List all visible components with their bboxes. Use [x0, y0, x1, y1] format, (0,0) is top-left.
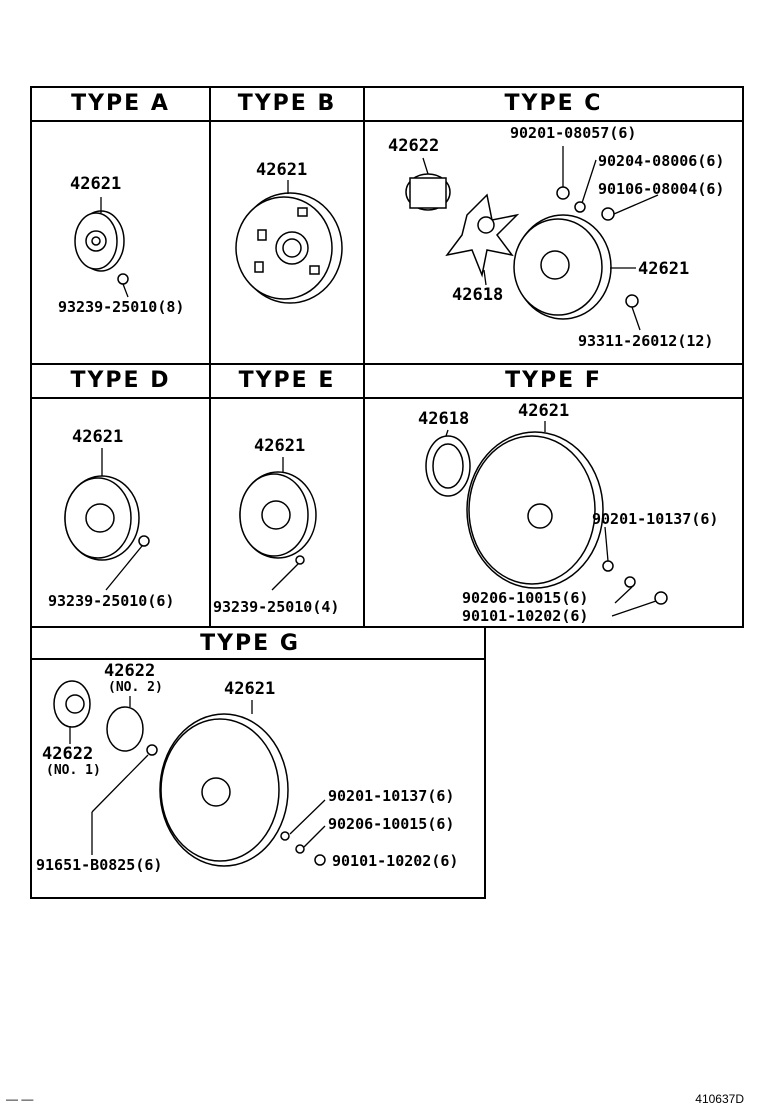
type-c-wheel-label: 42621 — [638, 259, 690, 279]
type-g-assembly-drawing — [53, 680, 326, 867]
type-g-bolt-label: 90101-10202(6) — [332, 852, 459, 870]
type-b-title: TYPE B — [237, 91, 337, 116]
type-g-nut1-label: 90201-10137(6) — [328, 787, 455, 805]
type-d-bolt-label: 93239-25010(6) — [48, 592, 175, 610]
type-g-clip-label: 91651-B0825(6) — [36, 856, 163, 874]
type-e-title: TYPE E — [238, 368, 336, 393]
type-b-wheel-cover-drawing — [235, 192, 343, 304]
type-d-wheel-cover-drawing — [64, 475, 150, 561]
type-g-nut2-label: 90206-10015(6) — [328, 815, 455, 833]
type-d-title: TYPE D — [70, 368, 171, 393]
type-a-part-label: 42621 — [70, 174, 122, 194]
type-a-hub-cap-drawing — [74, 210, 129, 285]
type-c-ring-label: 42618 — [452, 285, 504, 305]
type-f-wheel-cover-drawing — [425, 431, 668, 605]
type-f-title: TYPE F — [505, 368, 602, 393]
type-c-nut3-label: 90106-08004(6) — [598, 180, 725, 198]
type-g-wheel-label: 42621 — [224, 679, 276, 699]
type-c-bolt-label: 93311-26012(12) — [578, 332, 714, 350]
footer-mark: — — — [6, 1092, 34, 1106]
type-a-title: TYPE A — [71, 91, 170, 116]
type-a-bolt-label: 93239-25010(8) — [58, 298, 185, 316]
type-f-nut2-label: 90206-10015(6) — [462, 589, 589, 607]
diagram-code: 410637D — [695, 1092, 744, 1106]
type-c-assembly-drawing — [405, 173, 639, 320]
type-f-ring-label: 42618 — [418, 409, 470, 429]
type-g-cap2-label: 42622 — [104, 661, 156, 681]
type-f-bolt-label: 90101-10202(6) — [462, 607, 589, 625]
type-g-cap1-no-label: (NO. 1) — [46, 763, 101, 778]
type-e-wheel-cover-drawing — [239, 471, 317, 565]
type-g-cap1-label: 42622 — [42, 744, 94, 764]
type-b-part-label: 42621 — [256, 160, 308, 180]
type-c-cap-label: 42622 — [388, 136, 440, 156]
type-g-title: TYPE G — [200, 631, 300, 656]
type-e-part-label: 42621 — [254, 436, 306, 456]
type-c-nut2-label: 90204-08006(6) — [598, 152, 725, 170]
type-g-cap2-no-label: (NO. 2) — [108, 680, 163, 695]
type-d-part-label: 42621 — [72, 427, 124, 447]
type-f-nut1-label: 90201-10137(6) — [592, 510, 719, 528]
type-c-title: TYPE C — [504, 91, 603, 116]
type-e-bolt-label: 93239-25010(4) — [213, 598, 340, 616]
type-f-wheel-label: 42621 — [518, 401, 570, 421]
type-c-nut1-label: 90201-08057(6) — [510, 124, 637, 142]
